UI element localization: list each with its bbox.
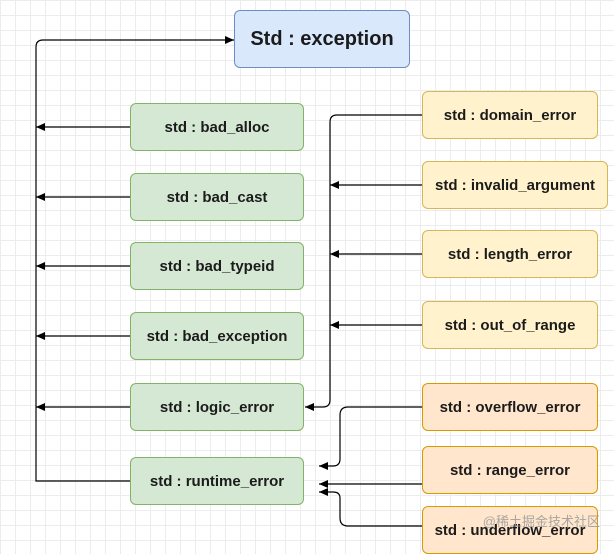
bad-typeid-node: std : bad_typeid xyxy=(130,242,304,290)
domain-error-node: std : domain_error xyxy=(422,91,598,139)
length-error-node: std : length_error xyxy=(422,230,598,278)
overflow-error-node: std : overflow_error xyxy=(422,383,598,431)
invalid-argument-node: std : invalid_argument xyxy=(422,161,608,209)
trunk-to-exception-arrow xyxy=(35,36,234,482)
range-error-node: std : range_error xyxy=(422,446,598,494)
bad-exception-node: std : bad_exception xyxy=(130,312,304,360)
overflow-error-arrow xyxy=(319,406,422,470)
class-hierarchy-diagram: Std : exception std : bad_alloc std : ba… xyxy=(35,10,608,554)
domain-error-arrow xyxy=(305,114,422,411)
out-of-range-node: std : out_of_range xyxy=(422,301,598,349)
bad-cast-node: std : bad_cast xyxy=(130,173,304,221)
watermark-text: @稀土掘金技术社区 xyxy=(482,514,600,529)
runtime-error-node: std : runtime_error xyxy=(130,457,304,505)
underflow-error-arrow xyxy=(319,488,422,527)
bad-alloc-node: std : bad_alloc xyxy=(130,103,304,151)
exception-node: Std : exception xyxy=(234,10,410,68)
connector-lines xyxy=(35,36,422,527)
logic-error-node: std : logic_error xyxy=(130,383,304,431)
